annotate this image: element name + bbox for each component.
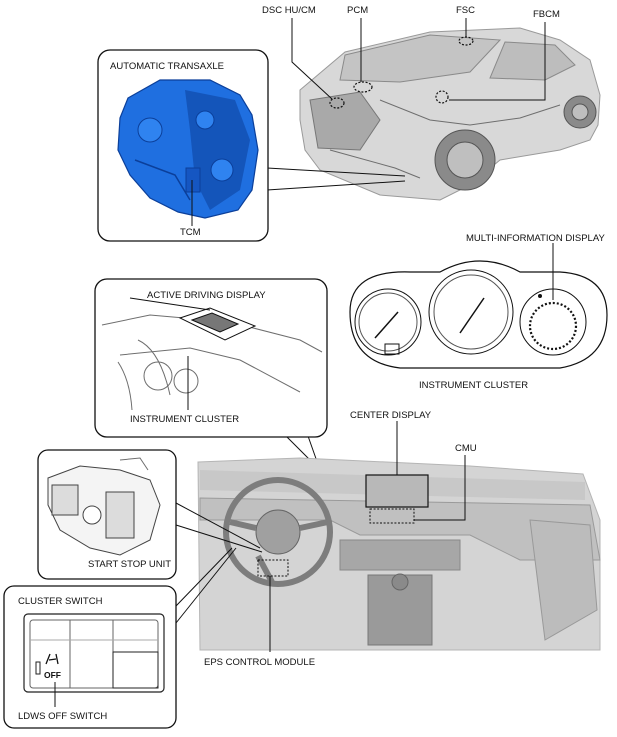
fsc-label: FSC [456,5,475,16]
instrument-cluster-label-inset: INSTRUMENT CLUSTER [130,414,239,425]
multi-information-display-marker [528,301,578,351]
center-display-label: CENTER DISPLAY [350,410,432,421]
active-driving-display-inset [94,278,328,438]
ldws-off-switch[interactable]: OFF [44,653,61,680]
active-driving-display-label: ACTIVE DRIVING DISPLAY [147,290,266,301]
cabin-interior-illustration [197,457,601,651]
lane-departure-icon [45,653,59,665]
ldws-off-switch-label: LDWS OFF SWITCH [18,711,107,722]
switch-off-text: OFF [44,670,61,680]
vehicle-exterior-illustration [299,27,601,201]
cluster-switch-panel: OFF [23,613,165,693]
instrument-cluster-drawing [349,260,608,369]
tcm-label: TCM [180,227,201,238]
pcm-marker [353,81,373,93]
pcm-label: PCM [347,5,368,16]
eps-control-module-marker [257,559,289,577]
eps-control-module-label: EPS CONTROL MODULE [204,657,315,668]
start-stop-unit-label: START STOP UNIT [88,559,171,570]
instrument-cluster-label-right: INSTRUMENT CLUSTER [419,380,528,391]
dsc-hu-cm-marker [329,97,345,109]
tcm-marker [185,167,201,193]
transaxle-illustration [117,79,259,219]
multi-information-display-label: MULTI-INFORMATION DISPLAY [466,233,605,244]
automatic-transaxle-label: AUTOMATIC TRANSAXLE [110,61,224,72]
dashboard-closeup-illustration [101,307,323,411]
cluster-switch-label: CLUSTER SWITCH [18,596,103,607]
start-stop-unit-illustration [47,457,161,556]
cmu-marker [369,508,415,524]
fbcm-label: FBCM [533,9,560,20]
cmu-label: CMU [455,443,477,454]
fbcm-marker [435,90,449,104]
dsc-hu-cm-label: DSC HU/CM [262,5,316,16]
